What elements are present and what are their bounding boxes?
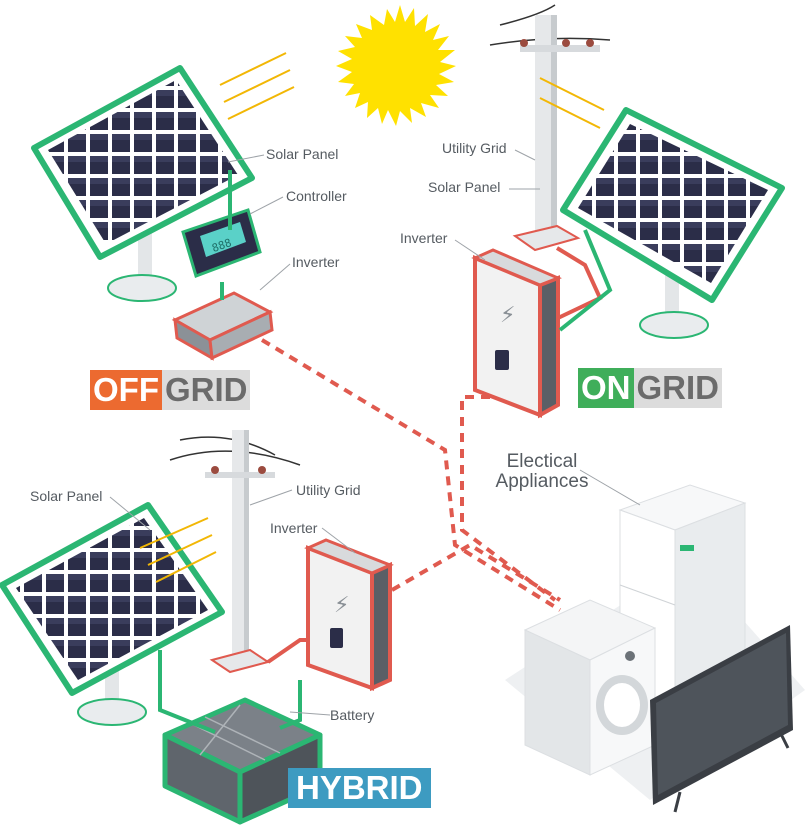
ongrid-badge: ON GRID bbox=[578, 368, 722, 408]
hybrid-solar-panel-label: Solar Panel bbox=[30, 488, 103, 504]
offgrid-badge: OFF GRID bbox=[90, 370, 251, 410]
ongrid-solar-panel-label: Solar Panel bbox=[428, 179, 501, 195]
ongrid-utility-pole bbox=[489, 4, 611, 252]
washing-machine-icon bbox=[523, 599, 657, 776]
ongrid-inverter: ⚡ bbox=[471, 248, 562, 419]
hybrid-badge-text: HYBRID bbox=[288, 768, 431, 808]
hybrid-leader-lines bbox=[109, 489, 356, 716]
offgrid-solar-panel bbox=[31, 52, 295, 302]
ongrid-badge-grid: GRID bbox=[633, 368, 722, 408]
offgrid-solar-panel-label: Solar Panel bbox=[266, 146, 339, 162]
appliances-label-line1: Electical bbox=[506, 451, 578, 472]
ongrid-badge-on: ON bbox=[578, 368, 634, 408]
offgrid-wires bbox=[220, 170, 562, 612]
offgrid-inverter bbox=[171, 291, 274, 361]
sun-icon bbox=[336, 5, 456, 126]
hybrid-utility-pole bbox=[169, 430, 301, 674]
appliances-group bbox=[505, 469, 805, 813]
hybrid-inverter: ⚡ bbox=[304, 538, 394, 692]
svg-text:⚡: ⚡ bbox=[334, 593, 349, 618]
hybrid-inverter-label: Inverter bbox=[270, 520, 318, 536]
svg-text:⚡: ⚡ bbox=[500, 303, 515, 328]
offgrid-controller-label: Controller bbox=[286, 188, 347, 204]
hybrid-battery-label: Battery bbox=[330, 707, 375, 723]
hybrid-badge: HYBRID bbox=[288, 768, 431, 808]
ongrid-inverter-label: Inverter bbox=[400, 230, 448, 246]
ongrid-utility-grid-label: Utility Grid bbox=[442, 140, 507, 156]
hybrid-utility-grid-label: Utility Grid bbox=[296, 482, 361, 498]
hybrid-solar-panel bbox=[0, 502, 225, 726]
offgrid-badge-grid: GRID bbox=[161, 370, 251, 410]
sun-rays-icon bbox=[219, 52, 295, 120]
television-icon bbox=[650, 625, 793, 813]
controller-device: 888 bbox=[181, 208, 262, 278]
hybrid-wires bbox=[158, 542, 562, 734]
offgrid-leader-lines bbox=[227, 154, 291, 291]
battery-bank bbox=[162, 697, 323, 825]
offgrid-inverter-label: Inverter bbox=[292, 254, 340, 270]
ongrid-solar-panel bbox=[560, 107, 785, 339]
appliances-label: Electical Appliances bbox=[480, 452, 604, 492]
ongrid-wires bbox=[460, 229, 613, 602]
appliances-label-line2: Appliances bbox=[495, 471, 589, 492]
ongrid-leader-lines bbox=[454, 149, 540, 261]
controller-display: 888 bbox=[210, 236, 233, 255]
offgrid-badge-off: OFF bbox=[90, 370, 162, 410]
